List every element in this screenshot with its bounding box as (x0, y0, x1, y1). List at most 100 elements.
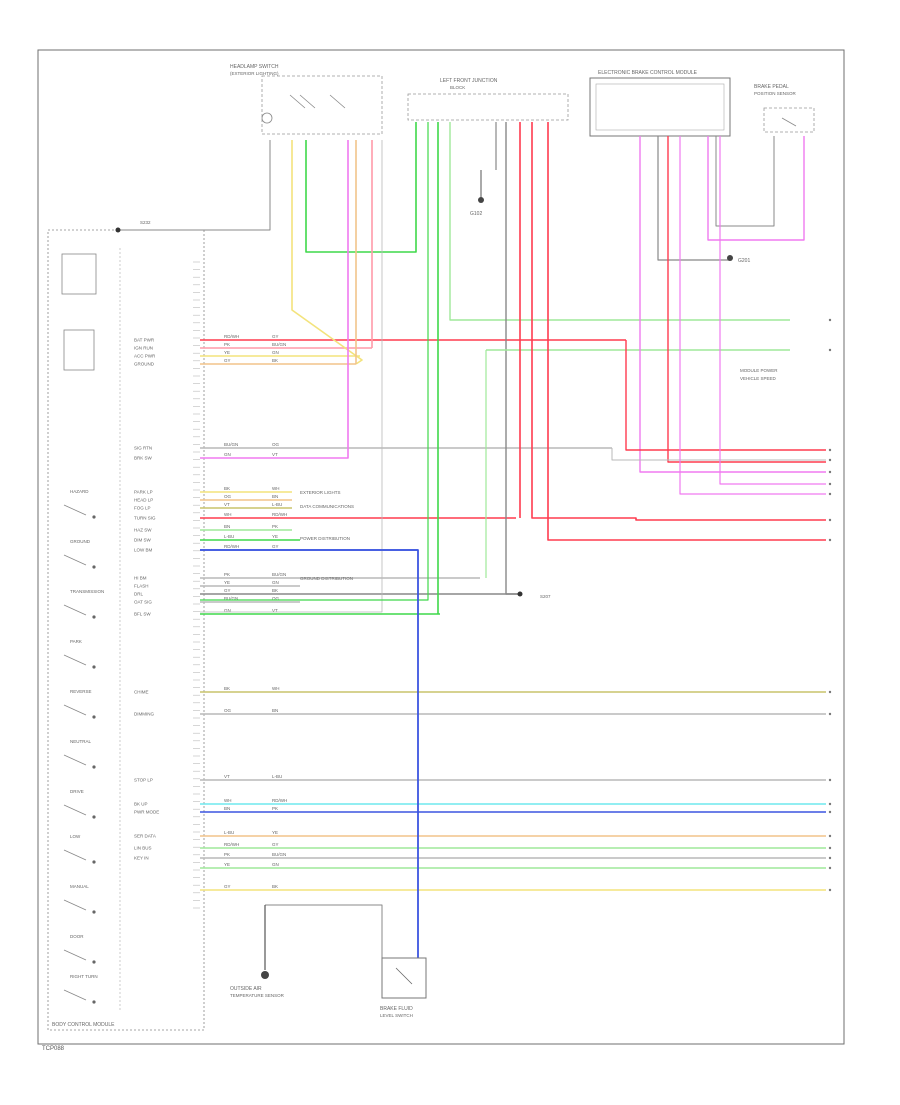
switch-contact (63, 704, 87, 716)
annotation-label: POWER DISTRIBUTION (300, 536, 350, 541)
circuit-label: ACC PWR (134, 354, 156, 359)
circuit-label: BAT PWR (134, 338, 155, 343)
circuit-label: HEAD LP (134, 498, 153, 503)
switch-terminal (92, 515, 96, 519)
switch-terminal (92, 1000, 96, 1004)
wire-code: BU/GN (272, 572, 286, 577)
wire-code: L-BU (272, 502, 282, 507)
circuit-label: BRK SW (134, 456, 153, 461)
annotation-label: GROUND DISTRIBUTION (300, 576, 353, 581)
wire-code: YE (272, 830, 278, 835)
circuit-label: CHIME (134, 690, 149, 695)
circuit-label: DIMMING (134, 712, 154, 717)
wire-code: PK (272, 806, 278, 811)
switch-label: RIGHT TURN (70, 974, 98, 979)
terminal-dot (828, 492, 832, 496)
wire-code: BU/GN (224, 442, 238, 447)
circuit-label: FLASH (134, 584, 149, 589)
splice-label: S207 (540, 594, 551, 599)
switch-contact (63, 989, 87, 1001)
circuit-label: SER DATA (134, 834, 156, 839)
circuit-label: TURN SIG (134, 516, 156, 521)
splice-dot (115, 227, 121, 233)
switch-label: HAZARD (70, 489, 89, 494)
circuit-label: STOP LP (134, 778, 153, 783)
ground-g201: G201 (727, 255, 750, 264)
circuit-label: HI BM (134, 576, 147, 581)
switch-label: GROUND (70, 539, 91, 544)
annotation-label: VEHICLE SPEED (740, 376, 777, 381)
svg-text:BRAKE FLUID: BRAKE FLUID (380, 1006, 413, 1012)
terminal-dot (828, 318, 832, 322)
switch-terminal (92, 815, 96, 819)
circuit-label: IGN RUN (134, 346, 153, 351)
junction-red-3 (547, 122, 826, 541)
wire-code: YE (224, 350, 230, 355)
terminal-dot (828, 458, 832, 462)
splice-dot (517, 591, 523, 597)
switch-contact (63, 754, 87, 766)
wire-code: GN (224, 608, 231, 613)
circuit-label: SIG RTN (134, 446, 152, 451)
circuit-label: GROUND (134, 362, 155, 367)
diagram-frame (37, 49, 845, 1045)
wire-code: GN (272, 350, 279, 355)
wire-code: YE (224, 862, 230, 867)
wire-code: WH (272, 686, 280, 691)
svg-text:LEVEL SWITCH: LEVEL SWITCH (380, 1013, 413, 1018)
wire-code: RD/WH (224, 842, 239, 847)
ebcm-grey-2 (611, 448, 826, 461)
switch-contact (63, 554, 87, 566)
wire-code: GN (272, 580, 279, 585)
switch-contact (63, 654, 87, 666)
terminal-dot (828, 518, 832, 522)
terminal-dot (828, 834, 832, 838)
oat-sensor-wire (265, 904, 383, 958)
wire-code: PK (272, 524, 278, 529)
svg-text:OUTSIDE AIR: OUTSIDE AIR (230, 986, 262, 992)
ebcm-red (667, 136, 826, 463)
feed-wire (120, 140, 271, 231)
switch-terminal (92, 960, 96, 964)
wire-code: BK (272, 884, 278, 889)
wire-code: BU/GN (272, 852, 286, 857)
wire-code: BU/GN (272, 342, 286, 347)
circuit-label: FOG LP (134, 506, 151, 511)
wire-code: GY (224, 358, 231, 363)
terminal-dot (828, 856, 832, 860)
switch-contact (63, 804, 87, 816)
wire-code: VT (224, 502, 230, 507)
circuit-label: DIM SW (134, 538, 152, 543)
switch-label: TRANSMISSION (70, 589, 104, 594)
switch-terminal (92, 565, 96, 569)
wire-code: GY (224, 884, 231, 889)
headlamp-ground-loop (305, 122, 417, 253)
brake-pedal-sensor: BRAKE PEDAL POSITION SENSOR (754, 84, 815, 133)
switch-terminal (92, 665, 96, 669)
wire-code: OG (272, 442, 280, 447)
wire-code: BN (272, 494, 278, 499)
switch-label: MANUAL (70, 884, 89, 889)
switch-label: DOOR (70, 934, 84, 939)
wire-code: PK (224, 342, 230, 347)
headlamp-grey (200, 140, 383, 613)
terminal-dot (828, 866, 832, 870)
headlamp-switch: HEADLAMP SWITCH (EXTERIOR LIGHTING) (230, 64, 383, 135)
wire-code: WH (224, 798, 232, 803)
annotation-label: MODULE POWER (740, 368, 778, 373)
terminal-dot (828, 538, 832, 542)
outside-air-temp-sensor: OUTSIDE AIR TEMPERATURE SENSOR (230, 905, 285, 998)
wire-code: L-BU (224, 830, 234, 835)
brake-fluid-switch: BRAKE FLUID LEVEL SWITCH (380, 957, 427, 1018)
ebcm-magenta-2 (707, 136, 805, 241)
terminal-dot (828, 802, 832, 806)
wire-code: OG (224, 494, 232, 499)
switch-terminal (92, 860, 96, 864)
body-control-module (47, 229, 205, 1031)
terminal-dot (828, 482, 832, 486)
svg-text:BRAKE PEDAL: BRAKE PEDAL (754, 84, 789, 90)
terminal-dot (828, 448, 832, 452)
ebcm-grey (657, 136, 730, 261)
terminal-dot (828, 888, 832, 892)
